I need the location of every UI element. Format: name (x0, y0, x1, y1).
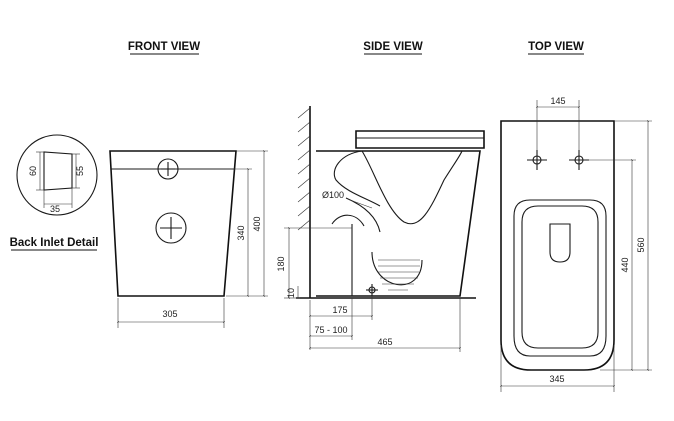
inlet-height-label: 60 (28, 166, 38, 176)
pipe-diameter-label: Ø100 (322, 190, 344, 200)
top-fixing-holes (527, 150, 589, 170)
top-total-length-label: 560 (636, 237, 646, 252)
top-width-label: 345 (549, 374, 564, 384)
waste-height-label: 180 (276, 256, 286, 271)
side-view-drawing: Ø100 180 10 175 75 - 100 465 (276, 106, 485, 352)
side-offset-label: 175 (332, 305, 347, 315)
front-view-title: FRONT VIEW (128, 41, 200, 53)
front-inlet-height-label: 340 (236, 225, 246, 240)
front-width-label: 305 (162, 309, 177, 319)
inlet-width-label: 35 (50, 204, 60, 214)
back-inlet-detail: 60 55 35 Back Inlet Detail (10, 134, 99, 251)
side-depth-label: 465 (377, 337, 392, 347)
side-range-label: 75 - 100 (314, 325, 347, 335)
side-view-title: SIDE VIEW (363, 41, 423, 53)
front-view-drawing: 305 340 400 (109, 149, 268, 328)
top-view-drawing: 145 440 560 345 (499, 96, 652, 392)
top-inner-length-label: 440 (620, 257, 630, 272)
view-titles: FRONT VIEW SIDE VIEW TOP VIEW (128, 41, 584, 55)
tap-spacing-label: 145 (550, 96, 565, 106)
inlet-height-outer-label: 55 (75, 166, 85, 176)
waste-base-label: 10 (286, 288, 296, 298)
front-waste-circle (155, 212, 187, 244)
top-view-title: TOP VIEW (528, 41, 584, 53)
inlet-detail-title: Back Inlet Detail (10, 237, 99, 249)
front-total-height-label: 400 (252, 216, 262, 231)
